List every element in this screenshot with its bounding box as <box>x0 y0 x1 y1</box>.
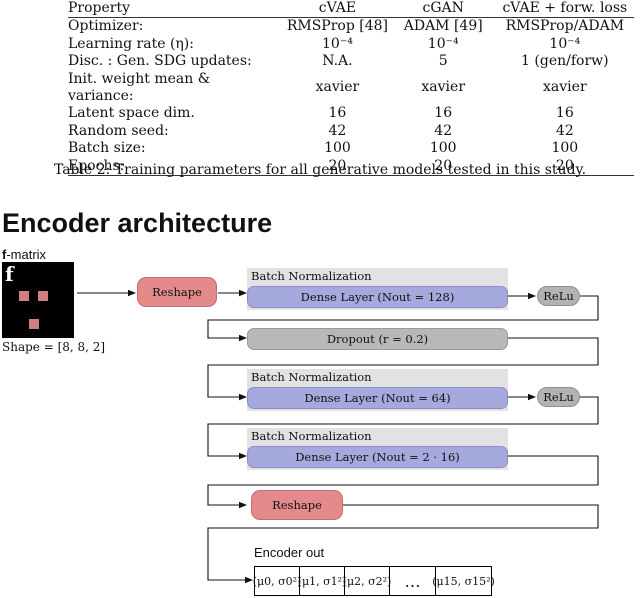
header-cgan: cGAN <box>422 0 464 16</box>
matrix-cell <box>29 319 39 329</box>
row-value-cell: xavier <box>543 79 587 96</box>
input-label-rest: -matrix <box>6 247 47 262</box>
parameter-table: Property cVAE cGAN cVAE + forw. loss Opt… <box>68 0 634 176</box>
row-property-label: Init. weight mean & variance: <box>68 70 211 105</box>
input-label: f-matrix <box>2 247 46 262</box>
batch-norm-label-3: Batch Normalization <box>251 429 372 443</box>
matrix-glyph: f <box>5 262 14 286</box>
reshape-layer-2: Reshape <box>251 490 343 520</box>
table-row: Init. weight mean & variance: xavier xavie… <box>68 71 634 106</box>
row-value-cell: 100 <box>324 140 351 157</box>
batch-norm-label-2: Batch Normalization <box>251 370 372 384</box>
row-value-cell: RMSProp [48] <box>286 18 389 35</box>
header-cvae-forw: cVAE + forw. loss <box>502 0 628 16</box>
row-value-cell: 5 <box>438 53 448 70</box>
row-value-cell: 100 <box>551 140 579 157</box>
output-cell-0: (μ0, σ0²) <box>253 567 301 595</box>
diagram-title: Encoder architecture <box>2 208 273 238</box>
matrix-cell <box>19 291 29 301</box>
row-value-cell: 10⁻⁴ <box>427 35 459 52</box>
output-cell-1: (μ1, σ1²) <box>298 567 346 595</box>
dense-layer-64: Dense Layer (Nout = 64) <box>247 387 508 409</box>
row-value-cell: 42 <box>434 122 453 139</box>
input-matrix: f <box>2 262 74 338</box>
table-row: Latent space dim. 16 16 16 <box>68 105 634 122</box>
table-body: Optimizer: RMSProp [48] ADAM [49] RMSProp/A… <box>68 18 634 176</box>
input-shape: Shape = [8, 8, 2] <box>2 340 106 354</box>
matrix-cell <box>38 291 48 301</box>
encoder-out-label: Encoder out <box>254 545 325 560</box>
table-row: Optimizer: RMSProp [48] ADAM [49] RMSProp/A… <box>68 18 634 36</box>
row-property-label: Latent space dim. <box>68 105 195 122</box>
row-value-cell: 10⁻⁴ <box>322 35 353 52</box>
dense-layer-128: Dense Layer (Nout = 128) <box>247 286 508 308</box>
row-value-cell: N.A. <box>322 53 353 70</box>
output-cell-2: (μ2, σ2²) <box>343 567 391 595</box>
row-value-cell: 20 <box>328 157 347 174</box>
table-row: Random seed: 42 42 42 <box>68 123 634 140</box>
row-value-cell: 10⁻⁴ <box>549 35 581 52</box>
table-header-row: Property cVAE cGAN cVAE + forw. loss <box>68 0 634 18</box>
table-row: Epochs: 20 20 20 <box>68 158 634 176</box>
table-row: Disc. : Gen. SDG updates: N.A. 5 1 (gen/for… <box>68 53 634 70</box>
row-value-cell: 42 <box>555 122 574 139</box>
row-property-label: Learning rate (η): <box>68 35 194 52</box>
arrow-reshape2-to-output <box>207 504 599 584</box>
row-property-label: Batch size: <box>68 140 146 157</box>
row-property-label: Optimizer: <box>68 18 144 35</box>
row-value-cell: ADAM [49] <box>403 18 483 35</box>
output-cell-15: (μ15, σ15²) <box>432 574 495 588</box>
row-value-cell: RMSProp/ADAM <box>505 18 625 35</box>
header-property: Property <box>68 0 131 16</box>
dropout-layer: Dropout (r = 0.2) <box>247 328 508 350</box>
encoder-output-vector: (μ0, σ0²) (μ1, σ1²) (μ2, σ2²) … (μ15, σ1… <box>253 566 495 596</box>
row-value-cell: 16 <box>555 105 574 122</box>
row-value-cell: xavier <box>315 79 360 96</box>
row-value-cell: 16 <box>328 105 347 122</box>
row-value-cell: 16 <box>434 105 453 122</box>
row-value-cell: 20 <box>555 157 574 174</box>
row-value-cell: 1 (gen/forw) <box>521 53 609 70</box>
header-cvae: cVAE <box>318 0 357 16</box>
output-cell-ellipsis: … <box>390 567 436 595</box>
relu-1: ReLu <box>537 286 580 306</box>
row-value-cell: xavier <box>421 79 466 96</box>
table-caption: Table 2: Training parameters for all gen… <box>53 162 587 178</box>
input-label-bold: f <box>2 247 7 262</box>
relu-2: ReLu <box>537 387 580 407</box>
reshape-layer-1: Reshape <box>137 277 217 307</box>
arrow-relu2-to-dense3 <box>207 396 599 460</box>
table-row: Batch size: 100 100 100 <box>68 140 634 157</box>
row-value-cell: 100 <box>429 140 457 157</box>
row-property-label: Disc. : Gen. SDG updates: <box>68 53 252 70</box>
table-row: Learning rate (η): 10⁻⁴ 10⁻⁴ 10⁻⁴ <box>68 36 634 53</box>
row-property-label: Random seed: <box>68 122 169 139</box>
arrow-dense3-to-reshape2 <box>207 455 599 509</box>
row-value-cell: 42 <box>328 122 347 139</box>
arrow-relu1-to-dropout <box>207 295 599 342</box>
batch-norm-label-1: Batch Normalization <box>251 269 372 283</box>
arrow-dropout-to-dense2 <box>207 337 599 401</box>
row-property-label: Epochs: <box>68 157 125 174</box>
row-value-cell: 20 <box>434 157 453 174</box>
dense-layer-32: Dense Layer (Nout = 2 · 16) <box>247 446 508 468</box>
